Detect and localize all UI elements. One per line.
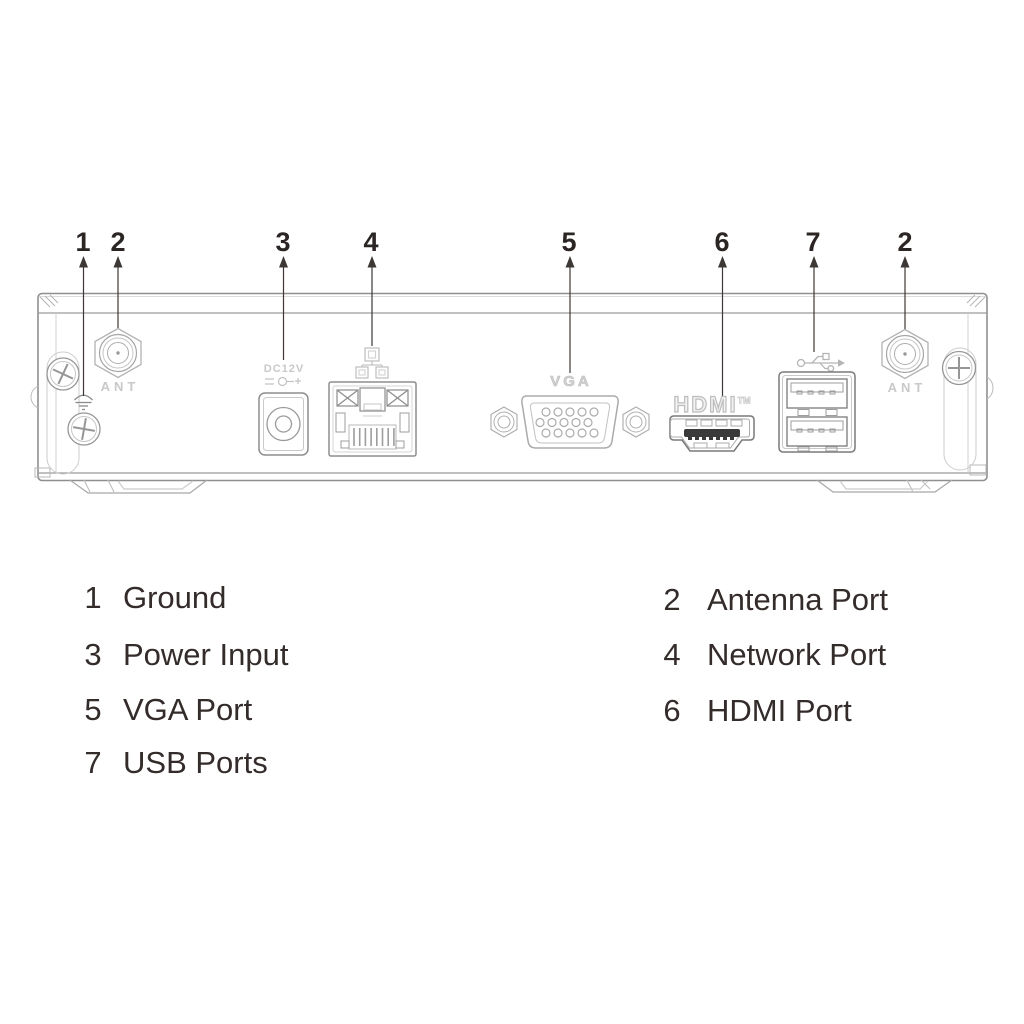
hdmi-label-text: HDMI bbox=[673, 392, 738, 417]
screw-icon-left-lower bbox=[67, 412, 101, 446]
callout-number-2-left: 2 bbox=[110, 227, 126, 257]
legend-label: USB Ports bbox=[123, 745, 268, 780]
legend-item-hdmi-port: 6 HDMI Port bbox=[657, 692, 852, 730]
legend-label: HDMI Port bbox=[707, 693, 852, 728]
legend-label: Power Input bbox=[123, 637, 289, 672]
callout-number-4: 4 bbox=[363, 227, 379, 257]
legend-num: 7 bbox=[84, 745, 102, 780]
foot-right bbox=[816, 479, 953, 493]
legend-num: 2 bbox=[663, 582, 681, 617]
screw-icon-left-upper bbox=[46, 357, 80, 391]
power-polarity-icon bbox=[265, 376, 301, 387]
legend-label: Ground bbox=[123, 580, 227, 615]
legend-item-vga-port: 5 VGA Port bbox=[78, 691, 252, 729]
vga-port bbox=[490, 395, 650, 449]
legend-item-antenna-port: 2 Antenna Port bbox=[657, 581, 888, 619]
callout-arrows bbox=[79, 256, 910, 397]
hdmi-port bbox=[669, 415, 755, 452]
foot-left bbox=[69, 479, 208, 494]
legend-item-network-port: 4 Network Port bbox=[657, 636, 886, 674]
legend-num: 3 bbox=[84, 637, 102, 672]
power-input-jack bbox=[258, 392, 309, 456]
network-icon bbox=[355, 347, 389, 379]
hdmi-label: HDMITM bbox=[673, 392, 751, 417]
ant-label-left: ANT bbox=[100, 379, 140, 394]
legend-label: Antenna Port bbox=[707, 582, 888, 617]
callout-number-1: 1 bbox=[75, 227, 91, 257]
vga-label: VGA bbox=[550, 373, 592, 390]
usb-icon bbox=[796, 352, 845, 372]
callout-number-7: 7 bbox=[805, 227, 821, 257]
legend-num: 1 bbox=[84, 580, 102, 615]
antenna-port-right bbox=[881, 328, 929, 380]
callout-number-2-right: 2 bbox=[897, 227, 913, 257]
legend-item-usb-ports: 7 USB Ports bbox=[78, 744, 268, 782]
legend-num: 5 bbox=[84, 692, 102, 727]
usb-ports bbox=[778, 371, 856, 453]
callout-number-5: 5 bbox=[561, 227, 577, 257]
dc12v-label: DC12V bbox=[263, 363, 305, 375]
legend-label: Network Port bbox=[707, 637, 887, 672]
antenna-port-left bbox=[94, 327, 142, 379]
ant-label-right: ANT bbox=[887, 380, 927, 395]
callout-number-3: 3 bbox=[275, 227, 291, 257]
legend-num: 6 bbox=[663, 693, 681, 728]
legend-label: VGA Port bbox=[123, 692, 253, 727]
screw-icon-right bbox=[941, 350, 977, 386]
legend-num: 4 bbox=[663, 637, 681, 672]
callout-number-6: 6 bbox=[714, 227, 730, 257]
hdmi-tm-mark: TM bbox=[737, 395, 751, 406]
network-port bbox=[328, 381, 417, 457]
legend-item-power-input: 3 Power Input bbox=[78, 636, 288, 674]
legend-item-ground: 1 Ground bbox=[78, 579, 226, 617]
